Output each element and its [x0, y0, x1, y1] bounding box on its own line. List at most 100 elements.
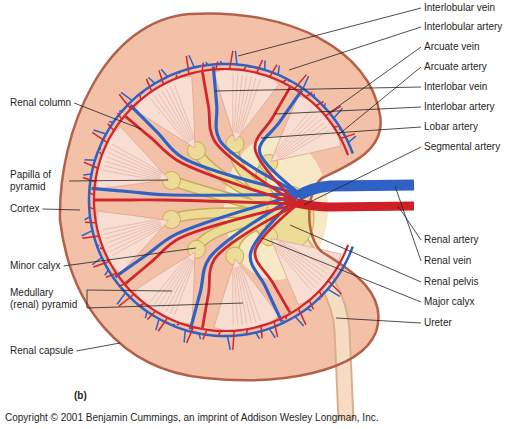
pyramid-striation	[104, 221, 160, 235]
panel-label: (b)	[74, 390, 87, 402]
part-label: Renal capsule	[10, 345, 73, 357]
part-label: Lobar artery	[424, 121, 478, 133]
part-label: Ureter	[424, 317, 452, 329]
part-label: Renal artery	[424, 234, 478, 246]
part-label: Segmental artery	[424, 141, 500, 153]
leader-line	[74, 103, 141, 129]
arcuate-artery	[202, 69, 290, 87]
leader-line	[398, 206, 421, 240]
interlobular-artery	[230, 51, 233, 69]
interlobar-artery	[95, 200, 298, 204]
pyramid-striation	[154, 257, 188, 304]
part-label: Interlobar vein	[424, 81, 487, 93]
pyramid-striation	[234, 267, 238, 325]
pyramid-striation	[112, 144, 163, 173]
part-label: Renal column	[10, 97, 71, 109]
medullary-pyramid-shape	[271, 239, 341, 305]
interlobular-artery	[328, 281, 341, 295]
copyright-note: Copyright © 2001 Benjamin Cummings, an i…	[5, 412, 378, 424]
interlobular-vein	[82, 231, 93, 236]
pyramid-striation	[162, 259, 191, 309]
leader-line	[262, 238, 421, 302]
part-label: Papilla of pyramid	[10, 169, 66, 193]
interlobular-vein	[235, 51, 236, 65]
pyramid-striation	[280, 130, 330, 160]
pyramid-striation	[234, 75, 238, 133]
arcuate-artery	[94, 200, 125, 284]
leader-line	[290, 225, 421, 282]
pyramid-striation	[108, 153, 161, 176]
veins	[82, 51, 414, 350]
leader-line	[76, 343, 120, 351]
interlobular-vein	[148, 77, 155, 83]
interlobular-artery	[298, 309, 306, 325]
pyramid-striation	[158, 258, 190, 307]
pyramid-striation	[108, 225, 161, 248]
interlobular-artery	[159, 70, 164, 84]
renal-capsule-outline	[60, 13, 381, 380]
interlobular-vein	[189, 55, 195, 67]
leader-line	[42, 209, 80, 210]
pyramid-striation	[241, 79, 260, 134]
pyramid-striation	[240, 78, 256, 134]
interlobular-artery	[84, 162, 98, 168]
arcuate-artery	[291, 87, 349, 156]
medullary-pyramid-shape	[134, 252, 195, 324]
medullary-pyramid-shape	[134, 76, 195, 148]
interlobular-artery	[306, 92, 313, 97]
pyramid-striation	[274, 247, 312, 291]
minor-calyx-cup	[162, 210, 180, 228]
part-label: Medullary (renal) pyramid	[10, 287, 82, 311]
pyramid-striation	[166, 89, 192, 141]
interlobular-artery	[146, 79, 151, 92]
pyramid-striation	[158, 93, 190, 142]
part-label: Renal vein	[424, 255, 471, 267]
interlobular-artery	[92, 132, 107, 142]
interlobular-artery	[119, 294, 134, 306]
interlobar-artery	[202, 72, 298, 204]
interlobular-vein	[161, 69, 167, 77]
part-label: Arcuate artery	[424, 61, 487, 73]
interlobar-artery	[255, 204, 298, 313]
interlobular-artery	[93, 262, 109, 268]
interlobar-artery	[202, 204, 298, 328]
kidney-cortex	[60, 13, 381, 380]
arcuate-artery	[125, 71, 203, 116]
interlobular-artery	[309, 300, 313, 309]
interlobular-artery	[85, 221, 96, 223]
interlobular-artery	[187, 327, 194, 343]
interlobular-artery	[316, 101, 324, 105]
pyramid-striation	[162, 91, 191, 141]
pyramid-striation	[238, 77, 251, 133]
interlobular-artery	[108, 124, 114, 131]
interlobular-artery	[341, 134, 355, 139]
pyramid-striation	[238, 267, 251, 323]
pyramid-striation	[105, 161, 161, 178]
part-label: Interlobular artery	[424, 21, 502, 33]
interlobular-artery	[106, 273, 116, 277]
interlobular-artery	[186, 56, 189, 74]
pyramid-striation	[237, 267, 247, 324]
pyramid-striation	[237, 76, 247, 133]
leader-line	[261, 127, 421, 138]
leader-line	[238, 8, 421, 56]
leader-line	[215, 87, 421, 91]
pyramid-striation	[170, 87, 193, 140]
part-label: Arcuate vein	[424, 41, 480, 53]
interlobular-vein	[269, 329, 275, 338]
pyramid-striation	[277, 244, 321, 281]
interlobular-vein	[227, 336, 230, 350]
interlobular-artery	[82, 236, 99, 238]
pyramid-striation	[278, 123, 324, 158]
arcuate-artery	[202, 313, 290, 331]
pyramid-striation	[274, 109, 312, 153]
leader-line	[87, 290, 243, 308]
part-label: Minor calyx	[10, 260, 61, 272]
medullary-pyramid-shape	[271, 95, 341, 161]
interlobular-vein	[156, 319, 159, 330]
pyramid-striation	[235, 75, 242, 133]
interlobular-artery	[294, 75, 306, 89]
leader-line	[338, 67, 421, 135]
interlobular-artery	[270, 65, 277, 77]
interlobar-vein	[190, 194, 300, 329]
